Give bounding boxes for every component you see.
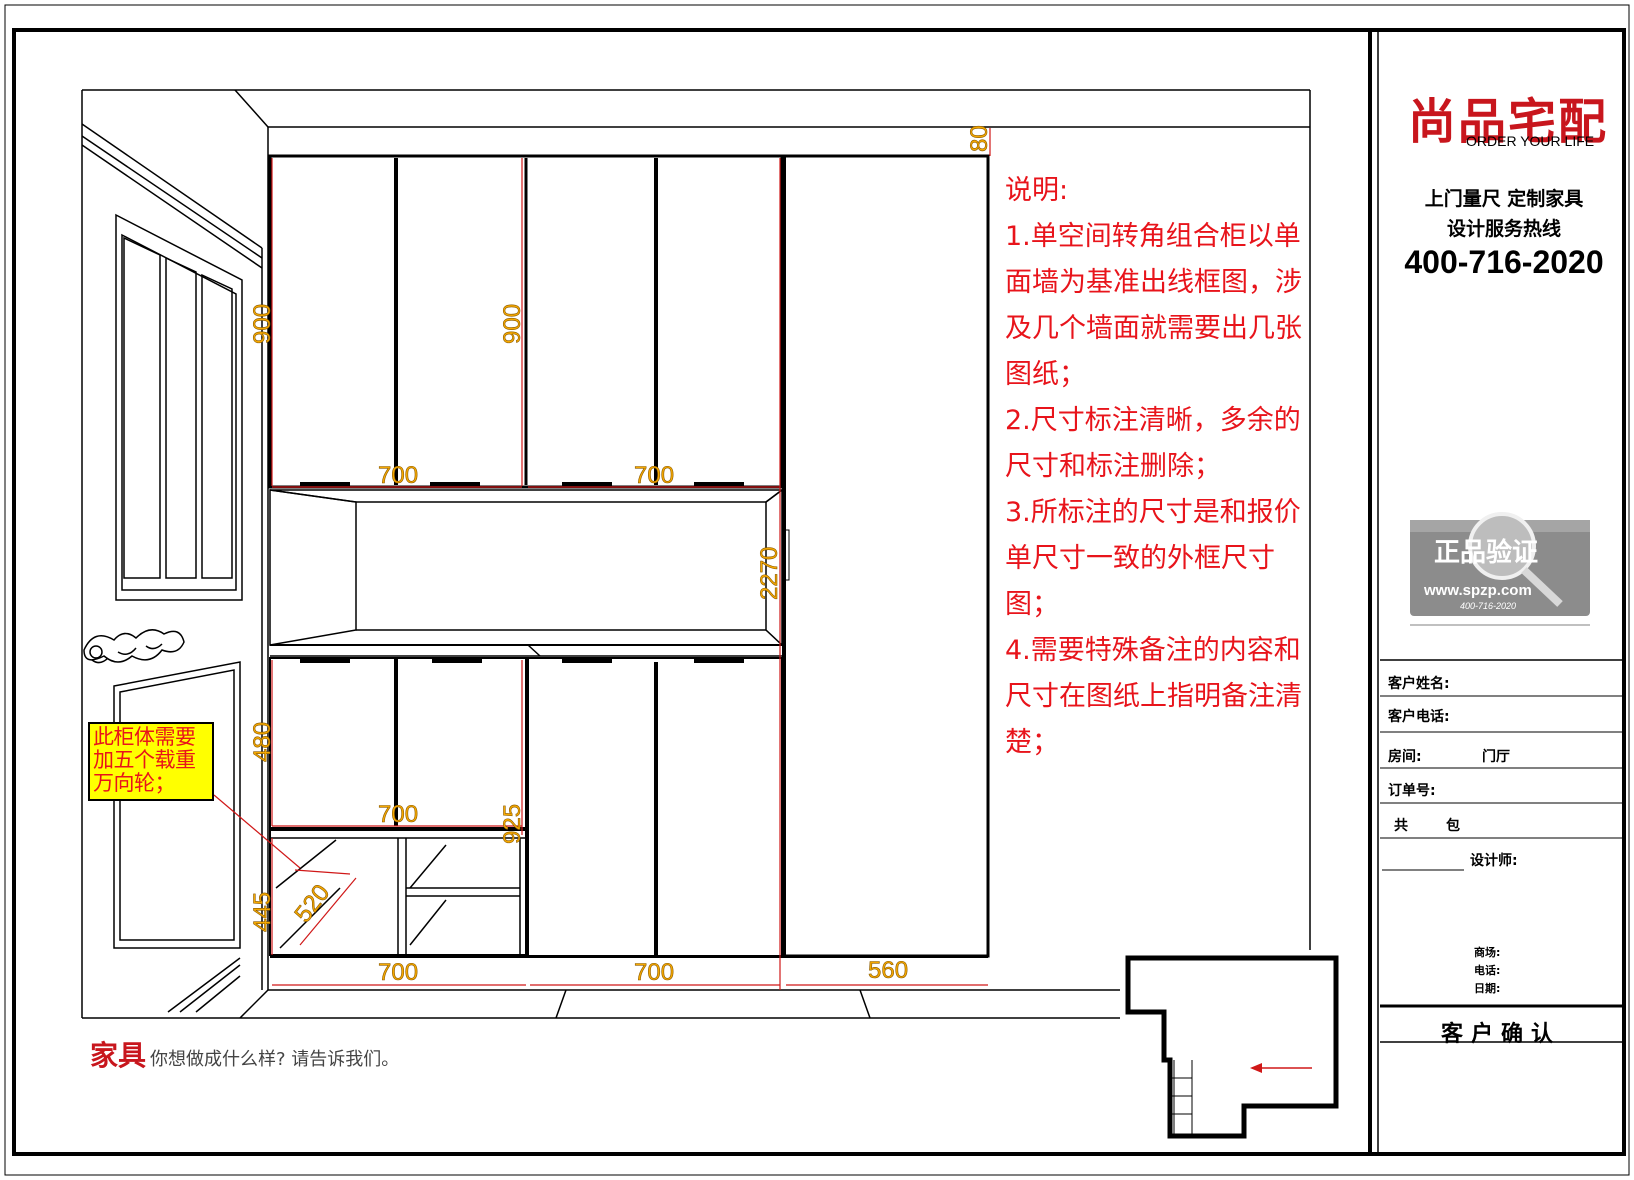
stamp-url: www.spzp.com [1424, 582, 1532, 599]
mall-label: 商场: [1474, 946, 1501, 959]
room-value: 门厅 [1482, 749, 1510, 765]
designer-label: 设计师: [1470, 853, 1518, 869]
dim-upper-mid-height: 900 [499, 304, 526, 344]
caster-callout: 此柜体需要加五个载重万向轮； [88, 722, 214, 801]
note-item-1: 1.单空间转角组合柜以单面墙为基准出线框图，涉及几个墙面就需要出几张图纸； [1005, 221, 1302, 390]
cabinet-body [268, 154, 990, 958]
dim-upper-left-height: 900 [249, 304, 276, 344]
dim-top-gap: 80 [966, 125, 993, 152]
dim-bottom-right-width: 560 [868, 957, 908, 984]
tel-label: 电话: [1474, 964, 1501, 977]
service-phone: 400-716-2020 [1404, 244, 1604, 280]
room-outline [81, 89, 1311, 1019]
room-label: 房间: [1388, 749, 1422, 765]
stamp-main-text: 正品验证 [1434, 538, 1539, 568]
brand-slogan: ORDER YOUR LIFE [1466, 133, 1595, 149]
dimension-lines [213, 128, 991, 990]
customer-name-label: 客户姓名: [1388, 676, 1450, 692]
date-label: 日期: [1474, 982, 1501, 995]
dim-open-shelf-depth: 520 [289, 880, 335, 928]
dim-open-shelf-height: 445 [249, 892, 276, 932]
dim-upper-mid-width: 700 [634, 462, 674, 489]
notes-heading: 说明: [1005, 175, 1069, 206]
note-item-4: 4.需要特殊备注的内容和尺寸在图纸上指明备注清楚； [1005, 635, 1302, 758]
note-item-2: 2.尺寸标注清晰，多余的尺寸和标注删除； [1005, 405, 1301, 482]
dim-lower-cabinet-height: 480 [249, 722, 276, 762]
brand-logo: 尚品宅配 [1408, 94, 1609, 150]
note-item-3: 3.所标注的尺寸是和报价单尺寸一致的外框尺寸图； [1005, 497, 1301, 620]
inner-frame [12, 28, 1626, 1156]
package-total-label: 共 [1394, 818, 1408, 834]
dim-lower-right-height: 925 [499, 804, 526, 844]
dim-lower-cabinet-width: 700 [378, 801, 418, 828]
tagline-small: 你想做成什么样? 请告诉我们。 [150, 1049, 400, 1070]
stamp-phone: 400-716-2020 [1460, 601, 1517, 611]
service-line-1: 上门量尺 定制家具 [1424, 188, 1584, 210]
notes-block: 说明: 1.单空间转角组合柜以单面墙为基准出线框图，涉及几个墙面就需要出几张图纸… [1005, 168, 1325, 766]
dim-bottom-mid-width: 700 [634, 959, 674, 986]
dim-total-height: 2270 [756, 547, 783, 600]
dim-upper-left-width: 700 [378, 462, 418, 489]
tagline-big: 家具 [90, 1039, 147, 1072]
dim-bottom-left-width: 700 [378, 959, 418, 986]
outer-frame [4, 4, 1630, 1176]
verification-stamp [1410, 512, 1590, 626]
package-label: 包 [1446, 818, 1460, 834]
customer-phone-label: 客户电话: [1388, 709, 1450, 725]
customer-confirm: 客户确认 [1440, 1022, 1561, 1047]
entry-door [81, 123, 263, 1013]
order-number-label: 订单号: [1388, 783, 1436, 799]
tagline: 家具你想做成什么样? 请告诉我们。 [90, 1034, 399, 1074]
title-block-lines [1380, 659, 1622, 1043]
service-line-2: 设计服务热线 [1446, 218, 1561, 240]
floor-plan-inset [1125, 955, 1339, 1139]
